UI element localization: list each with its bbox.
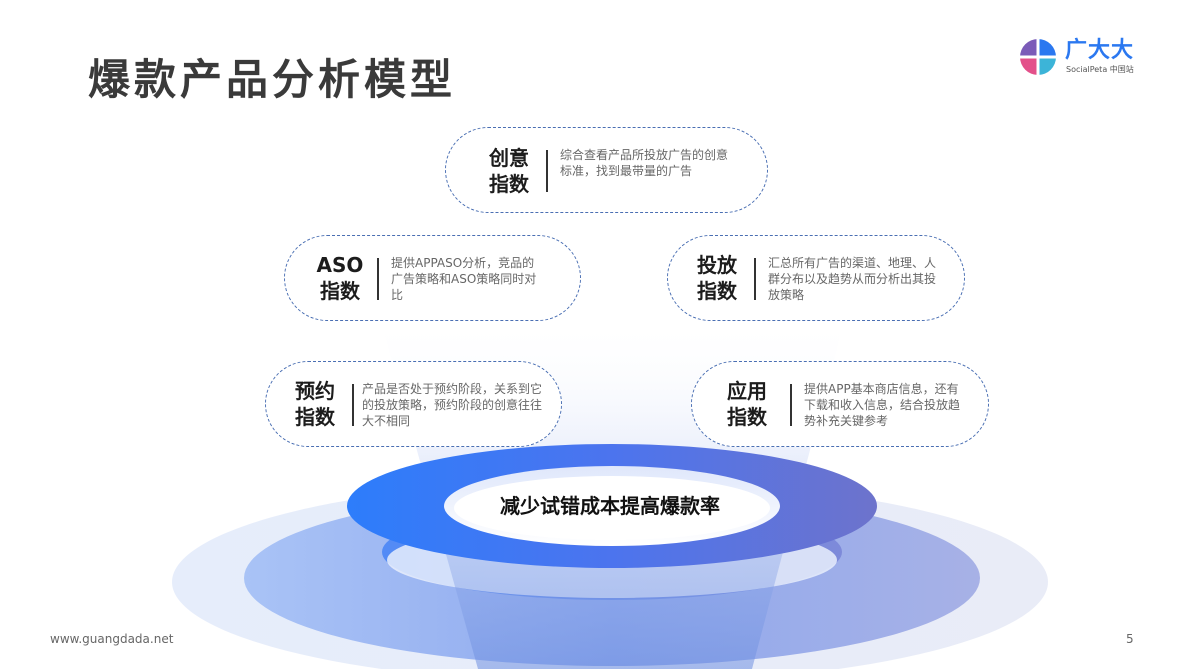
center-goal-label: 减少试错成本提高爆款率 bbox=[500, 494, 720, 518]
inner-white bbox=[454, 476, 770, 540]
logo-subtitle: SocialPeta 中国站 bbox=[1066, 65, 1134, 74]
app-index-desc: 提供APP基本商店信息，还有下载和收入信息，结合投放趋势补充关键参考 bbox=[804, 382, 961, 428]
preorder-index-title: 预约 指数 bbox=[295, 379, 335, 429]
preorder-index-desc: 产品是否处于预约阶段，关系到它的投放策略，预约阶段的创意往往大不相同 bbox=[362, 382, 543, 428]
placement-index-desc: 汇总所有广告的渠道、地理、人群分布以及趋势从而分析出其投放策略 bbox=[768, 256, 937, 302]
bubble-aso-index: ASO 指数 提供APPASO分析，竞品的广告策略和ASO策略同时对比 bbox=[284, 235, 581, 321]
app-index-title: 应用 指数 bbox=[727, 379, 767, 429]
bubble-app-index: 应用 指数 提供APP基本商店信息，还有下载和收入信息，结合投放趋势补充关键参考 bbox=[691, 361, 989, 447]
bubble-placement-index: 投放 指数 汇总所有广告的渠道、地理、人群分布以及趋势从而分析出其投放策略 bbox=[667, 235, 965, 321]
app-index-divider bbox=[790, 384, 792, 426]
footer-url: www.guangdada.net bbox=[50, 632, 174, 646]
preorder-index-divider bbox=[352, 384, 354, 426]
page-title: 爆款产品分析模型 bbox=[88, 55, 457, 104]
creative-index-desc: 综合查看产品所投放广告的创意标准，找到最带量的广告 bbox=[560, 148, 729, 178]
placement-index-divider bbox=[754, 258, 756, 300]
logo-brand-text: 广大大 bbox=[1065, 38, 1135, 63]
brand-logo: 广大大 SocialPeta 中国站 bbox=[1019, 38, 1169, 78]
creative-index-title: 创意 指数 bbox=[489, 146, 529, 196]
bubble-creative-index: 创意 指数 综合查看产品所投放广告的创意标准，找到最带量的广告 bbox=[445, 127, 768, 213]
bubble-preorder-index: 预约 指数 产品是否处于预约阶段，关系到它的投放策略，预约阶段的创意往往大不相同 bbox=[265, 361, 562, 447]
placement-index-title: 投放 指数 bbox=[697, 253, 737, 303]
aso-index-title: ASO 指数 bbox=[316, 253, 364, 303]
creative-index-divider bbox=[546, 150, 548, 192]
aso-index-divider bbox=[377, 258, 379, 300]
aso-index-desc: 提供APPASO分析，竞品的广告策略和ASO策略同时对比 bbox=[391, 256, 537, 302]
page-number: 5 bbox=[1126, 632, 1134, 646]
logo-icon bbox=[1020, 39, 1056, 75]
